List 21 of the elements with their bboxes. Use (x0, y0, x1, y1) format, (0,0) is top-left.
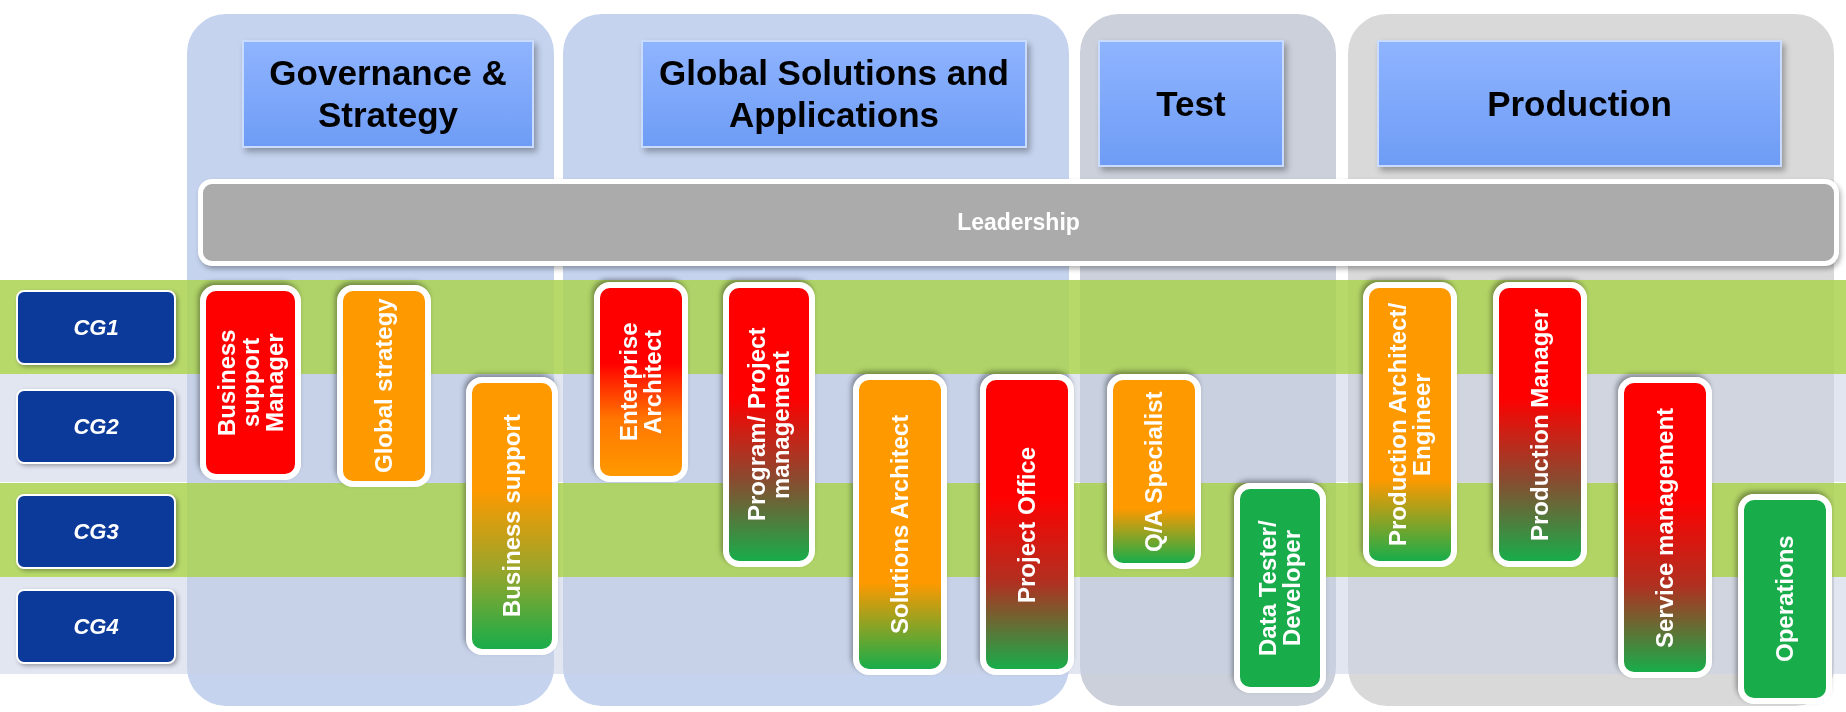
role-card: Enterprise Architect (594, 282, 688, 482)
column-header: Global Solutions and Applications (641, 40, 1027, 148)
row-label: CG2 (16, 389, 176, 464)
role-card: Production Manager (1493, 282, 1587, 567)
role-card: Global strategy (337, 285, 431, 487)
role-card: Production Architect/ Engineer (1363, 282, 1457, 567)
column-header: Test (1098, 40, 1284, 167)
role-card: Data Tester/ Developer (1234, 483, 1326, 693)
role-card: Business support (466, 377, 558, 655)
row-label: CG4 (16, 589, 176, 664)
row-label: CG3 (16, 494, 176, 569)
column-header: Production (1377, 40, 1782, 167)
row-label: CG1 (16, 290, 176, 365)
role-card: Program/ Project management (723, 282, 815, 567)
role-card: Business support Manager (200, 285, 301, 480)
role-card: Project Office (980, 374, 1074, 675)
column-header: Governance & Strategy (242, 40, 534, 148)
role-card: Solutions Architect (853, 374, 947, 675)
role-card: Operations (1738, 494, 1832, 704)
role-card: Service management (1618, 377, 1712, 678)
role-card: Q/A Specialist (1107, 374, 1201, 569)
